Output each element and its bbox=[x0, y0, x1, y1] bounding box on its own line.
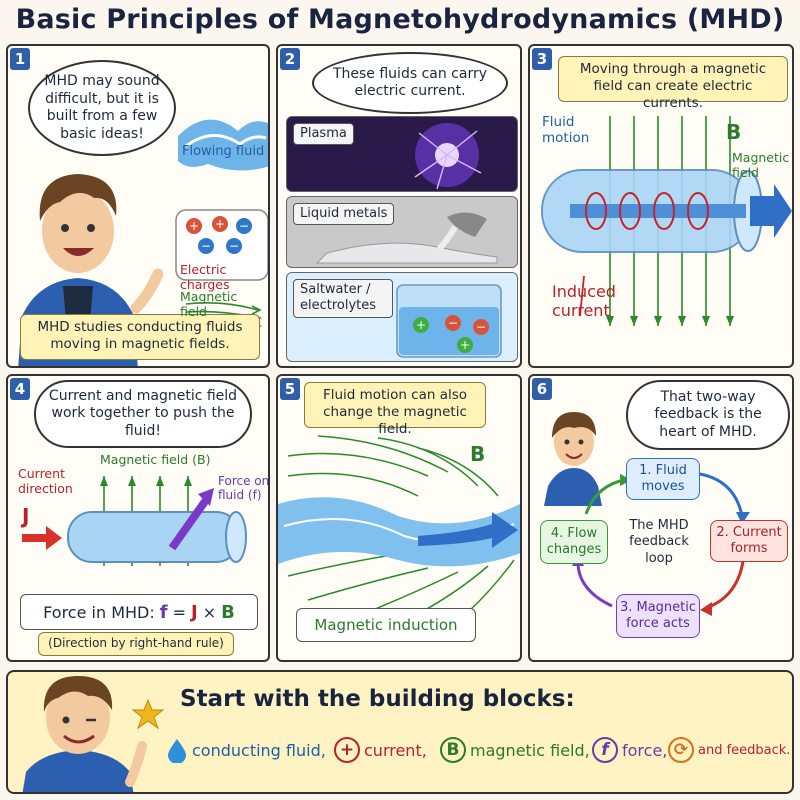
plasma-box: Plasma bbox=[286, 116, 518, 192]
step-flow-changes: 4. Flow changes bbox=[540, 520, 608, 564]
magnetic-induction-label: Magnetic induction bbox=[296, 608, 476, 642]
page-title: Basic Principles of Magnetohydrodynamics… bbox=[15, 4, 785, 35]
panel-6: 6 That two-way feedback is the heart of … bbox=[528, 374, 794, 662]
panel-5-note: Fluid motion can also change the magneti… bbox=[304, 382, 486, 437]
label-force-on-fluid: Force on fluid (f) bbox=[218, 474, 270, 503]
bottom-banner: Start with the building blocks: conducti… bbox=[6, 670, 794, 794]
banner-heading: Start with the building blocks: bbox=[180, 686, 575, 712]
panel-number: 4 bbox=[10, 378, 30, 400]
block-magnetic-field: B magnetic field, bbox=[440, 737, 590, 763]
block-label: and feedback. bbox=[698, 742, 791, 758]
speech-bubble: Current and magnetic field work together… bbox=[34, 380, 252, 448]
formula-times: × bbox=[202, 602, 217, 622]
svg-text:−: − bbox=[476, 320, 486, 334]
induction-diagram bbox=[541, 116, 792, 326]
block-label: force, bbox=[622, 740, 668, 760]
label-saltwater: Saltwater / electrolytes bbox=[293, 279, 393, 318]
block-feedback: ⟳ and feedback. bbox=[668, 737, 790, 763]
flowing-fluid-illustration bbox=[178, 119, 268, 171]
panel-number: 1 bbox=[10, 48, 30, 70]
formula-b: B bbox=[221, 601, 235, 623]
panel-3: 3 Moving through a magnetic field can cr… bbox=[528, 44, 794, 368]
panel-number: 2 bbox=[280, 48, 300, 70]
droplet-icon bbox=[168, 739, 186, 763]
formula-j: J bbox=[191, 601, 198, 623]
block-label: magnetic field, bbox=[470, 740, 590, 760]
formula-prefix: Force in MHD: bbox=[43, 602, 155, 622]
svg-text:−: − bbox=[448, 316, 458, 330]
label-j: J bbox=[22, 504, 30, 528]
cycle-icon: ⟳ bbox=[668, 737, 694, 763]
banner-character-illustration bbox=[22, 676, 165, 792]
label-electric-charges: Electric charges bbox=[180, 262, 230, 292]
panel-number: 5 bbox=[280, 378, 300, 400]
feedback-loop-center: The MHD feedback loop bbox=[629, 518, 689, 566]
formula-equals: = bbox=[172, 602, 186, 622]
block-force: f force, bbox=[592, 737, 667, 763]
speech-bubble: That two-way feedback is the heart of MH… bbox=[626, 380, 790, 450]
label-b: B bbox=[470, 442, 486, 466]
plus-icon: + bbox=[334, 737, 360, 763]
panel-1-note: MHD studies conducting fluids moving in … bbox=[20, 314, 260, 360]
panel-4: 4 Current and magnetic field work togeth… bbox=[6, 374, 270, 662]
panel-5: 5 Fluid motion can also change the magne… bbox=[276, 374, 522, 662]
step-magnetic-force-acts: 3. Magnetic force acts bbox=[616, 594, 700, 638]
block-current: + current, bbox=[334, 737, 427, 763]
beaker-illustration: + − − + bbox=[396, 284, 502, 358]
step-current-forms: 2. Current forms bbox=[710, 520, 788, 562]
character-illustration bbox=[544, 412, 602, 506]
saltwater-box: + − − + Saltwater / electrolytes bbox=[286, 272, 518, 362]
formula-f: f bbox=[159, 601, 168, 623]
svg-text:−: − bbox=[201, 239, 211, 253]
label-plasma: Plasma bbox=[293, 123, 354, 146]
liquid-metals-box: Liquid metals bbox=[286, 196, 518, 268]
svg-text:+: + bbox=[460, 338, 470, 352]
svg-text:−: − bbox=[239, 219, 249, 233]
label-magnetic-field-b: Magnetic field (B) bbox=[100, 452, 211, 467]
label-current-direction: Current direction bbox=[18, 466, 73, 496]
block-conducting-fluid: conducting fluid, bbox=[166, 737, 326, 763]
step-fluid-moves: 1. Fluid moves bbox=[626, 458, 700, 500]
label-induced-current: Induced current bbox=[552, 282, 616, 321]
panel-number: 6 bbox=[532, 378, 552, 400]
force-icon: f bbox=[592, 737, 618, 763]
label-magnetic-field: Magnetic field bbox=[732, 150, 790, 180]
label-magnetic-field: Magnetic field bbox=[180, 289, 238, 319]
svg-text:+: + bbox=[215, 217, 225, 231]
block-label: conducting fluid, bbox=[192, 740, 326, 760]
speech-bubble: These fluids can carry electric current. bbox=[312, 52, 508, 114]
svg-text:+: + bbox=[416, 318, 426, 332]
label-b: B bbox=[726, 120, 742, 144]
liquid-metal-illustration bbox=[315, 212, 498, 264]
right-hand-rule-note: (Direction by right-hand rule) bbox=[38, 632, 234, 656]
label-liquid-metals: Liquid metals bbox=[293, 203, 395, 226]
block-label: current, bbox=[364, 740, 427, 760]
panel-2: 2 These fluids can carry electric curren… bbox=[276, 44, 522, 368]
induction-flow-illustration bbox=[278, 435, 520, 617]
svg-text:+: + bbox=[189, 219, 199, 233]
speech-bubble: MHD may sound difficult, but it is built… bbox=[28, 60, 176, 156]
formula-box: Force in MHD: f = J × B bbox=[20, 594, 258, 630]
b-field-icon: B bbox=[440, 737, 466, 763]
svg-text:−: − bbox=[229, 239, 239, 253]
panel-number: 3 bbox=[532, 48, 552, 70]
plasma-illustration bbox=[414, 123, 482, 190]
label-flowing-fluid: Flowing fluid bbox=[182, 144, 265, 159]
panel-3-note: Moving through a magnetic field can crea… bbox=[558, 56, 788, 111]
panel-1: 1 + + − − − M bbox=[6, 44, 270, 368]
electric-charges-illustration: + + − − − bbox=[186, 216, 252, 254]
label-fluid-motion: Fluid motion bbox=[542, 114, 590, 147]
force-diagram bbox=[22, 476, 247, 566]
